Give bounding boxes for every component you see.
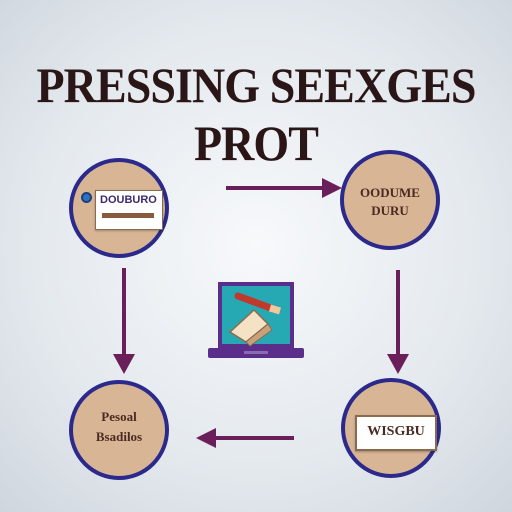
node-bottom-right: WISGBU — [341, 378, 441, 478]
arrowhead-bottom-left — [196, 428, 216, 448]
laptop-icon — [208, 282, 304, 358]
diagram-title: PRESSING SEEXGES PROT — [36, 57, 476, 171]
node-top-left-card: DOUBURO — [95, 190, 163, 230]
arrowhead-left-down — [113, 354, 135, 374]
eraser-icon — [228, 308, 273, 347]
arrowhead-right-down — [387, 354, 409, 374]
node-top-right-line2: DURU — [371, 203, 409, 218]
node-bottom-left-line2: Bsadilos — [95, 429, 143, 444]
node-bottom-right-card: WISGBU — [355, 415, 437, 451]
node-top-left: DOUBURO — [69, 158, 169, 258]
node-bottom-left: Pesoal Bsadilos — [69, 380, 169, 480]
arrowhead-top-right — [322, 178, 342, 198]
node-bottom-left-line1: Pesoal — [101, 409, 137, 424]
node-top-right-line1: OODUME — [360, 185, 420, 200]
radio-dot-icon — [81, 192, 92, 203]
node-top-right: OODUME DURU — [340, 150, 440, 250]
node-bottom-right-label: WISGBU — [367, 424, 425, 439]
pencil-icon — [234, 292, 282, 315]
node-top-left-bar — [102, 213, 154, 218]
node-top-left-label: DOUBURO — [100, 194, 157, 206]
